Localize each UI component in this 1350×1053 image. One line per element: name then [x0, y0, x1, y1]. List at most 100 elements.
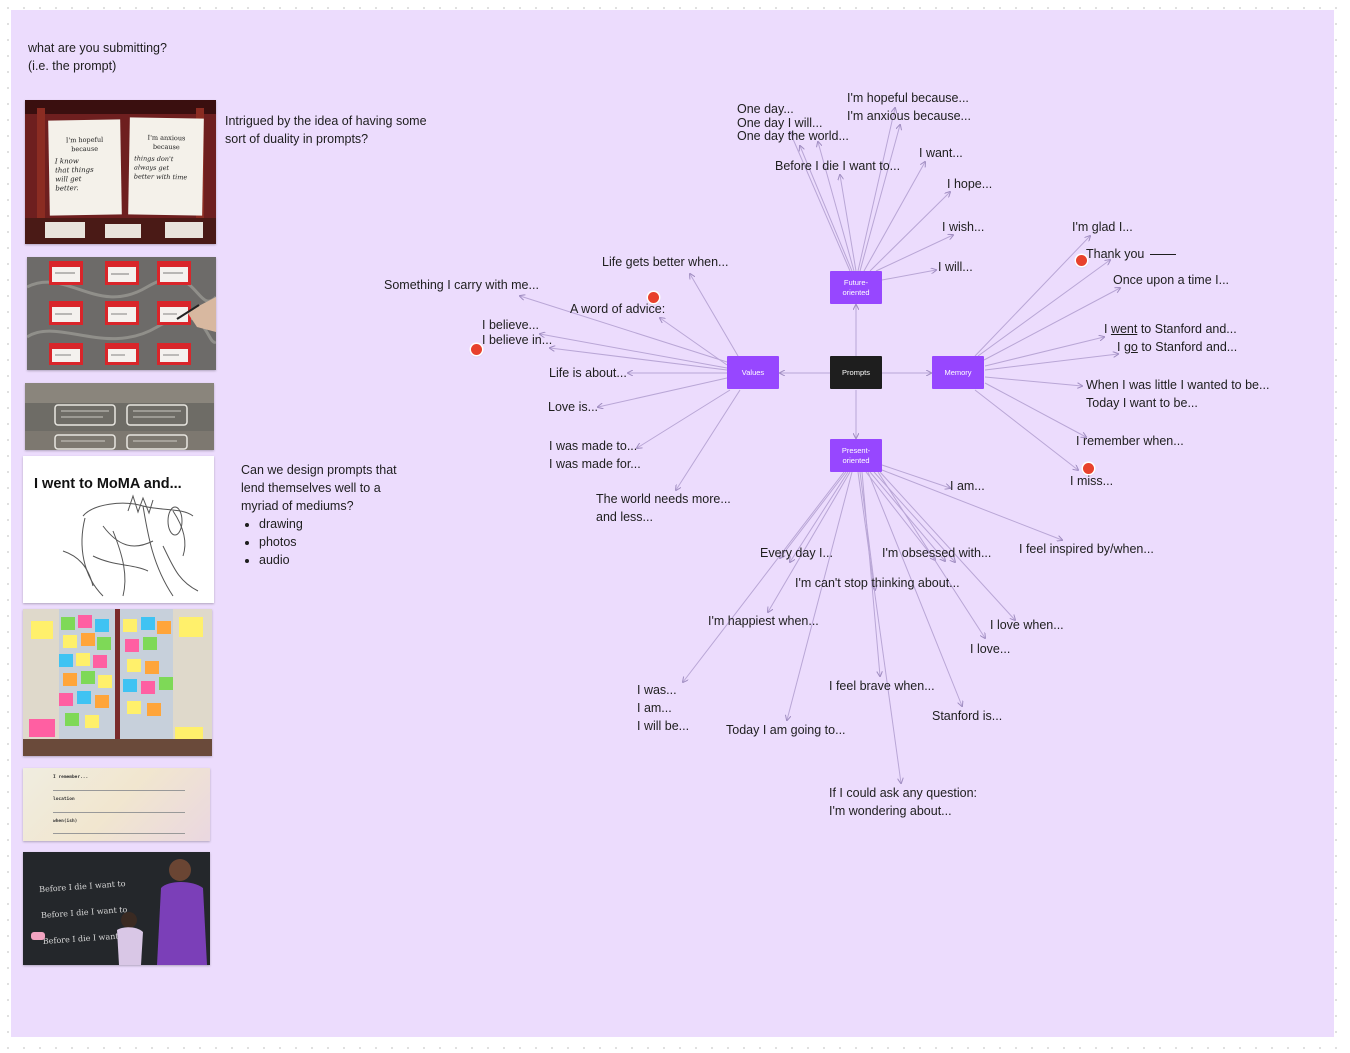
connector-future-leaf	[863, 162, 925, 272]
leaf-today-going[interactable]: Today I am going to...	[726, 723, 846, 737]
leaf-obsessed[interactable]: I'm obsessed with...	[882, 546, 992, 560]
leaf-i-want[interactable]: I want...	[919, 146, 963, 160]
leaf-remember-when[interactable]: I remember when...	[1076, 434, 1184, 448]
connector-future-leaf	[790, 132, 851, 272]
leaf-once-upon[interactable]: Once upon a time I...	[1113, 273, 1230, 287]
sticker-wall-graphic	[27, 261, 216, 365]
connector-values-leaf	[676, 389, 741, 490]
connector-future-leaf	[869, 192, 950, 272]
medium-item: photos	[259, 533, 397, 551]
form-field-label: I remember...	[53, 775, 89, 780]
leaf-stanford-is[interactable]: Stanford is...	[932, 709, 1003, 723]
leaf-line: The world needs more...	[596, 492, 731, 506]
photo-hopeful-anxious-cards[interactable]: I'm hopeful because I know that things w…	[25, 100, 216, 244]
connector-future-leaf	[800, 146, 853, 272]
node-present-label: oriented	[842, 455, 870, 465]
leaf-line: I'm hopeful because...	[847, 91, 969, 105]
photo-paper-form[interactable]: I remember... location when(ish)	[23, 768, 210, 841]
leaf-line: Today I want to be...	[1086, 396, 1198, 410]
leaf-inspired[interactable]: I feel inspired by/when...	[1019, 542, 1154, 556]
leaf-i-love[interactable]: I love...	[970, 642, 1011, 656]
connector-present-leaf	[865, 471, 935, 560]
reaction-dot[interactable]	[471, 344, 482, 355]
leaf-fragment: I	[1117, 340, 1124, 354]
node-future-oriented[interactable]: Future-oriented	[830, 271, 882, 304]
connector-present-leaf	[768, 471, 851, 612]
leaf-line: I am...	[637, 701, 672, 715]
chalk-sidewalk-graphic	[25, 383, 214, 450]
leaf-thank-you[interactable]: Thank you	[1086, 245, 1177, 263]
photo-sticker-wall[interactable]	[27, 257, 216, 370]
photo-chalk-sidewalk[interactable]	[25, 383, 214, 450]
medium-item: audio	[259, 551, 397, 569]
node-future-label: oriented	[842, 287, 870, 297]
leaf-i-wish[interactable]: I wish...	[942, 220, 985, 234]
leaf-cant-stop[interactable]: I'm can't stop thinking about...	[795, 576, 960, 590]
connector-values-leaf	[637, 389, 731, 448]
leaf-ask-question[interactable]: If I could ask any question: I'm wonderi…	[829, 784, 977, 820]
leaf-happiest[interactable]: I'm happiest when...	[708, 614, 819, 628]
leaf-love-is[interactable]: Love is...	[548, 400, 599, 414]
leaf-line: I'm wondering about...	[829, 804, 952, 818]
connector-present-leaf	[881, 464, 950, 488]
leaf-every-day[interactable]: Every day I...	[760, 546, 833, 560]
leaf-stanford[interactable]: I went to Stanford and... I go to Stanfo…	[1104, 320, 1237, 356]
connector-values-leaf	[598, 377, 728, 407]
connector-values-leaf	[660, 318, 728, 366]
connector-memory-leaf	[977, 260, 1110, 357]
leaf-i-believe[interactable]: I believe... I believe in...	[482, 318, 552, 347]
leaf-underlined-word: went	[1110, 322, 1138, 336]
leaf-i-hope[interactable]: I hope...	[947, 177, 993, 191]
leaf-i-will[interactable]: I will...	[938, 260, 973, 274]
leaf-something-i-carry[interactable]: Something I carry with me...	[384, 278, 539, 292]
node-present-oriented[interactable]: Present-oriented	[830, 439, 882, 472]
reaction-dot[interactable]	[648, 292, 659, 303]
leaf-hopeful-anxious[interactable]: I'm hopeful because... I'm anxious becau…	[847, 89, 971, 125]
leaf-before-i-die[interactable]: Before I die I want to...	[775, 159, 901, 173]
leaf-line: One day I will...	[737, 115, 823, 130]
leaf-i-miss[interactable]: I miss...	[1070, 474, 1114, 488]
leaf-im-glad[interactable]: I'm glad I...	[1072, 220, 1133, 234]
form-field-label: location	[53, 797, 75, 802]
connector-present-leaf	[867, 471, 962, 706]
connector-future-leaf	[875, 235, 953, 272]
node-values[interactable]: Values	[727, 356, 779, 389]
leaf-line: One day...	[737, 102, 794, 116]
connector-memory-leaf	[984, 376, 1082, 386]
leaf-i-am[interactable]: I am...	[950, 479, 985, 493]
photo-moma-drawing[interactable]: I went to MoMA and...	[23, 456, 214, 603]
leaf-brave[interactable]: I feel brave when...	[829, 679, 935, 693]
connector-memory-leaf	[983, 288, 1120, 361]
leaf-line: and less...	[596, 510, 653, 524]
leaf-when-i-was-little[interactable]: When I was little I wanted to be... Toda…	[1086, 376, 1269, 412]
leaf-underlined-word: go	[1123, 340, 1138, 354]
leaf-life-gets-better[interactable]: Life gets better when...	[602, 255, 729, 269]
leaf-line: One day the world...	[737, 129, 849, 143]
node-values-label: Values	[741, 367, 765, 377]
leaf-thank-you-text: Thank you	[1086, 247, 1145, 261]
reaction-dot[interactable]	[1083, 463, 1094, 474]
leaf-i-was-made[interactable]: I was made to... I was made for...	[549, 437, 641, 473]
leaf-world-needs[interactable]: The world needs more... and less...	[596, 490, 731, 526]
photo-chalkboard-wall[interactable]: Before I die I want to Before I die I wa…	[23, 852, 210, 965]
connector-present-leaf	[683, 471, 845, 682]
leaf-life-is-about[interactable]: Life is about...	[549, 366, 627, 380]
photo-sticky-notes-board[interactable]	[23, 609, 212, 756]
connector-future-leaf	[840, 175, 857, 272]
node-memory[interactable]: Memory	[932, 356, 984, 389]
blank-underline	[1150, 254, 1177, 256]
node-prompts[interactable]: Prompts	[830, 356, 882, 389]
leaf-line: If I could ask any question:	[829, 786, 978, 800]
leaf-love-when[interactable]: I love when...	[990, 618, 1064, 632]
connector-present-leaf	[869, 471, 945, 561]
connector-present-leaf	[780, 471, 847, 558]
leaf-was-am-will[interactable]: I was... I am... I will be...	[637, 681, 689, 735]
leaf-one-day[interactable]: One day... One day I will... One day the…	[737, 102, 849, 144]
whiteboard-canvas[interactable]	[11, 10, 1334, 1037]
connector-present-leaf	[790, 471, 849, 562]
leaf-line: When I was little I wanted to be...	[1086, 378, 1270, 392]
connector-present-leaf	[787, 471, 853, 720]
leaf-word-of-advice[interactable]: A word of advice:	[570, 302, 666, 316]
reaction-dot[interactable]	[1076, 255, 1087, 266]
